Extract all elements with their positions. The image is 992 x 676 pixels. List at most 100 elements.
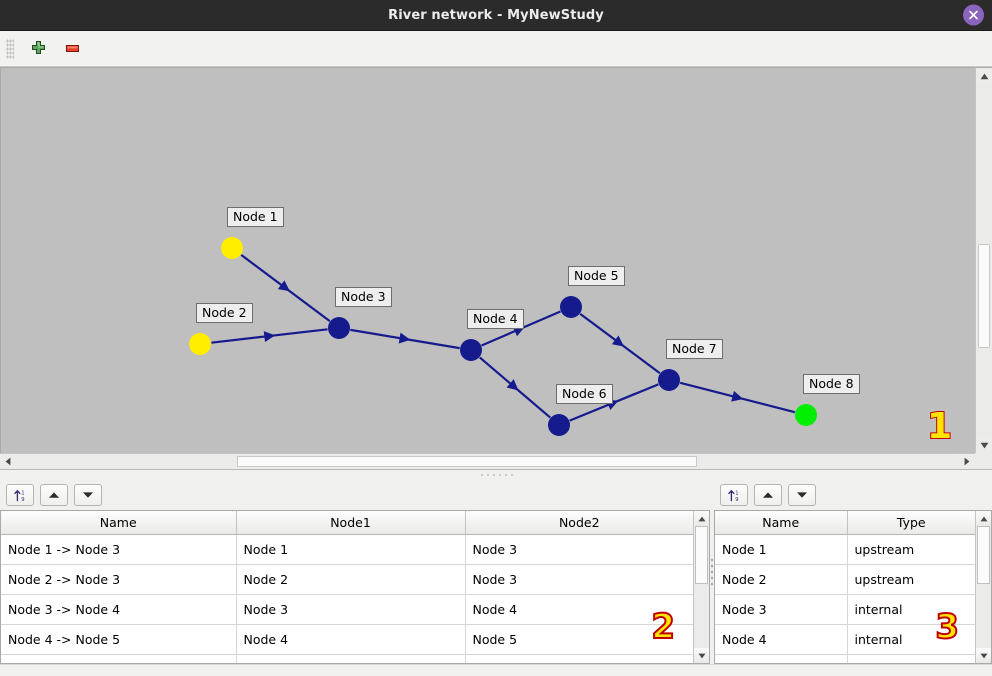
graph-vscroll-track[interactable]	[976, 84, 992, 437]
add-node-button[interactable]	[25, 36, 51, 62]
reaches-cell[interactable]: Node 5	[465, 624, 693, 655]
reaches-vscroll-thumb[interactable]	[695, 526, 708, 584]
reaches-cell[interactable]: Node 1 -> Node 3	[1, 534, 237, 565]
reaches-vertical-scrollbar[interactable]	[693, 511, 709, 663]
graph-node-label-node-3[interactable]: Node 3	[335, 287, 392, 308]
graph-vscroll-thumb[interactable]	[978, 244, 990, 348]
reaches-column-header[interactable]: Node2	[465, 511, 693, 535]
remove-node-button[interactable]	[59, 36, 85, 62]
nodes-scroll-down-button[interactable]	[976, 648, 991, 663]
graph-horizontal-scrollbar[interactable]	[0, 453, 975, 469]
reaches-cell[interactable]: Node 3	[236, 594, 466, 625]
nodes-cell[interactable]: internal	[847, 594, 975, 625]
graph-node-node-6[interactable]	[548, 414, 570, 436]
reaches-move-down-button[interactable]	[74, 484, 102, 506]
reaches-sort-button[interactable]: 1 9	[6, 484, 34, 506]
graph-row: Node 1 Node 2 Node 3 Node 4 Node 5 Node 6 Node…	[0, 67, 992, 453]
nodes-column-header[interactable]: Type	[847, 511, 975, 535]
graph-scroll-up-button[interactable]	[976, 68, 992, 84]
nodes-cell[interactable]: upstream	[847, 564, 975, 595]
table-row[interactable]	[715, 654, 975, 663]
reaches-column-header[interactable]: Name	[1, 511, 237, 535]
graph-node-node-2[interactable]	[189, 333, 211, 355]
graph-scroll-left-button[interactable]	[0, 454, 16, 469]
graph-annotation-marker: 1	[926, 405, 953, 448]
reaches-cell[interactable]: Node 2 -> Node 3	[1, 564, 237, 595]
reaches-cell[interactable]: Node 2	[236, 564, 466, 595]
graph-node-node-7[interactable]	[658, 369, 680, 391]
reaches-column-header[interactable]: Node1	[236, 511, 466, 535]
nodes-sort-button[interactable]: 1 9	[720, 484, 748, 506]
nodes-cell[interactable]: Node 1	[715, 534, 848, 565]
graph-vertical-scrollbar[interactable]	[975, 67, 992, 453]
nodes-scroll-up-button[interactable]	[976, 511, 991, 526]
graph-node-node-5[interactable]	[560, 296, 582, 318]
nodes-move-down-button[interactable]	[788, 484, 816, 506]
reaches-vscroll-track[interactable]	[694, 526, 709, 648]
nodes-cell[interactable]: upstream	[847, 534, 975, 565]
nodes-cell[interactable]: Node 4	[715, 624, 848, 655]
nodes-move-up-button[interactable]	[754, 484, 782, 506]
network-graph-svg	[189, 237, 817, 436]
window-titlebar: River network - MyNewStudy	[0, 0, 992, 31]
graph-node-label-node-7[interactable]: Node 7	[666, 339, 723, 360]
table-row[interactable]	[1, 654, 693, 663]
graph-node-label-node-5[interactable]: Node 5	[568, 266, 625, 287]
reaches-cell[interactable]: Node 4 -> Node 5	[1, 624, 237, 655]
reaches-move-up-button[interactable]	[40, 484, 68, 506]
reaches-cell[interactable]	[236, 654, 466, 663]
toolbar-drag-handle[interactable]	[6, 38, 14, 59]
graph-node-node-4[interactable]	[460, 339, 482, 361]
graph-node-node-3[interactable]	[328, 317, 350, 339]
reaches-cell[interactable]: Node 1	[236, 534, 466, 565]
graph-hscroll-track[interactable]	[16, 454, 959, 469]
graph-node-label-node-1[interactable]: Node 1	[227, 207, 284, 228]
close-window-button[interactable]	[963, 4, 984, 26]
reaches-cell[interactable]	[465, 654, 693, 663]
nodes-vscroll-track[interactable]	[976, 526, 991, 648]
svg-text:9: 9	[735, 497, 738, 503]
tables-vertical-splitter[interactable]	[710, 480, 714, 664]
nodes-cell[interactable]: Node 2	[715, 564, 848, 595]
svg-text:1: 1	[21, 490, 24, 496]
reaches-cell[interactable]	[1, 654, 237, 663]
reaches-cell[interactable]: Node 3	[465, 564, 693, 595]
reaches-scroll-down-button[interactable]	[694, 648, 709, 663]
reaches-cell[interactable]: Node 4	[465, 594, 693, 625]
nodes-cell[interactable]	[715, 654, 848, 663]
reaches-cell[interactable]: Node 3 -> Node 4	[1, 594, 237, 625]
reaches-cell[interactable]: Node 4	[236, 624, 466, 655]
graph-node-node-8[interactable]	[795, 404, 817, 426]
triangle-left-icon	[5, 457, 11, 466]
graph-node-label-node-4[interactable]: Node 4	[467, 309, 524, 330]
graph-node-node-1[interactable]	[221, 237, 243, 259]
network-graph-canvas[interactable]: Node 1 Node 2 Node 3 Node 4 Node 5 Node 6 Node…	[0, 67, 975, 453]
nodes-cell[interactable]	[847, 654, 975, 663]
nodes-vertical-scrollbar[interactable]	[975, 511, 991, 663]
graph-scroll-right-button[interactable]	[959, 454, 975, 469]
graph-node-label-node-2[interactable]: Node 2	[196, 303, 253, 324]
graph-node-label-node-6[interactable]: Node 6	[556, 384, 613, 405]
graph-hscroll-thumb[interactable]	[237, 456, 697, 467]
nodes-cell[interactable]: internal	[847, 624, 975, 655]
nodes-column-header[interactable]: Name	[715, 511, 848, 535]
nodes-vscroll-thumb[interactable]	[977, 526, 990, 584]
nodes-cell[interactable]: Node 3	[715, 594, 848, 625]
reaches-cell[interactable]: Node 3	[465, 534, 693, 565]
panel-splitter[interactable]	[0, 469, 992, 480]
reaches-scroll-up-button[interactable]	[694, 511, 709, 526]
graph-node-label-node-8[interactable]: Node 8	[803, 374, 860, 395]
graph-scroll-down-button[interactable]	[976, 437, 992, 453]
